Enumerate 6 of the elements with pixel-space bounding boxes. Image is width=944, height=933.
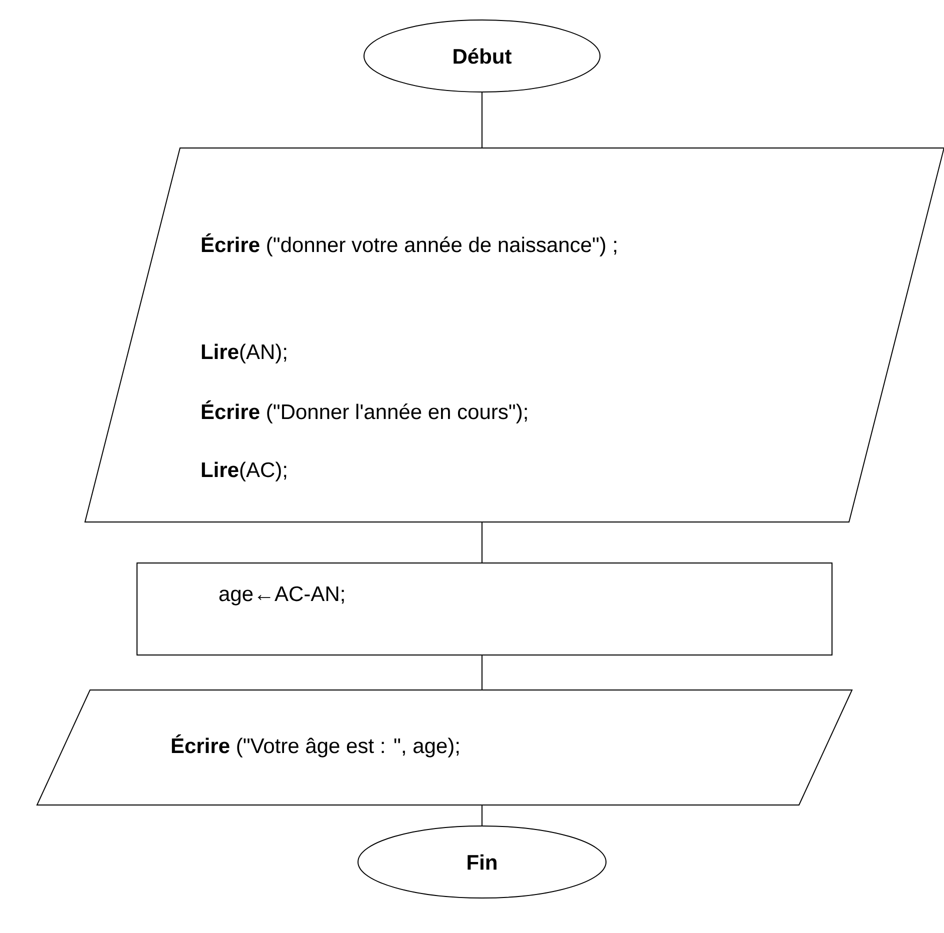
code-line: age←AC-AN; — [219, 586, 344, 606]
code-line: Écrire ("donner votre année de naissance") ; — [199, 233, 616, 257]
code-line: Écrire ("Votre âge est : ", age); — [169, 734, 459, 758]
code-line: Lire(AN); — [199, 344, 286, 364]
code-line: Écrire ("Donner l'année en cours"); — [199, 400, 527, 424]
code-line: Lire(AC); — [199, 462, 286, 482]
